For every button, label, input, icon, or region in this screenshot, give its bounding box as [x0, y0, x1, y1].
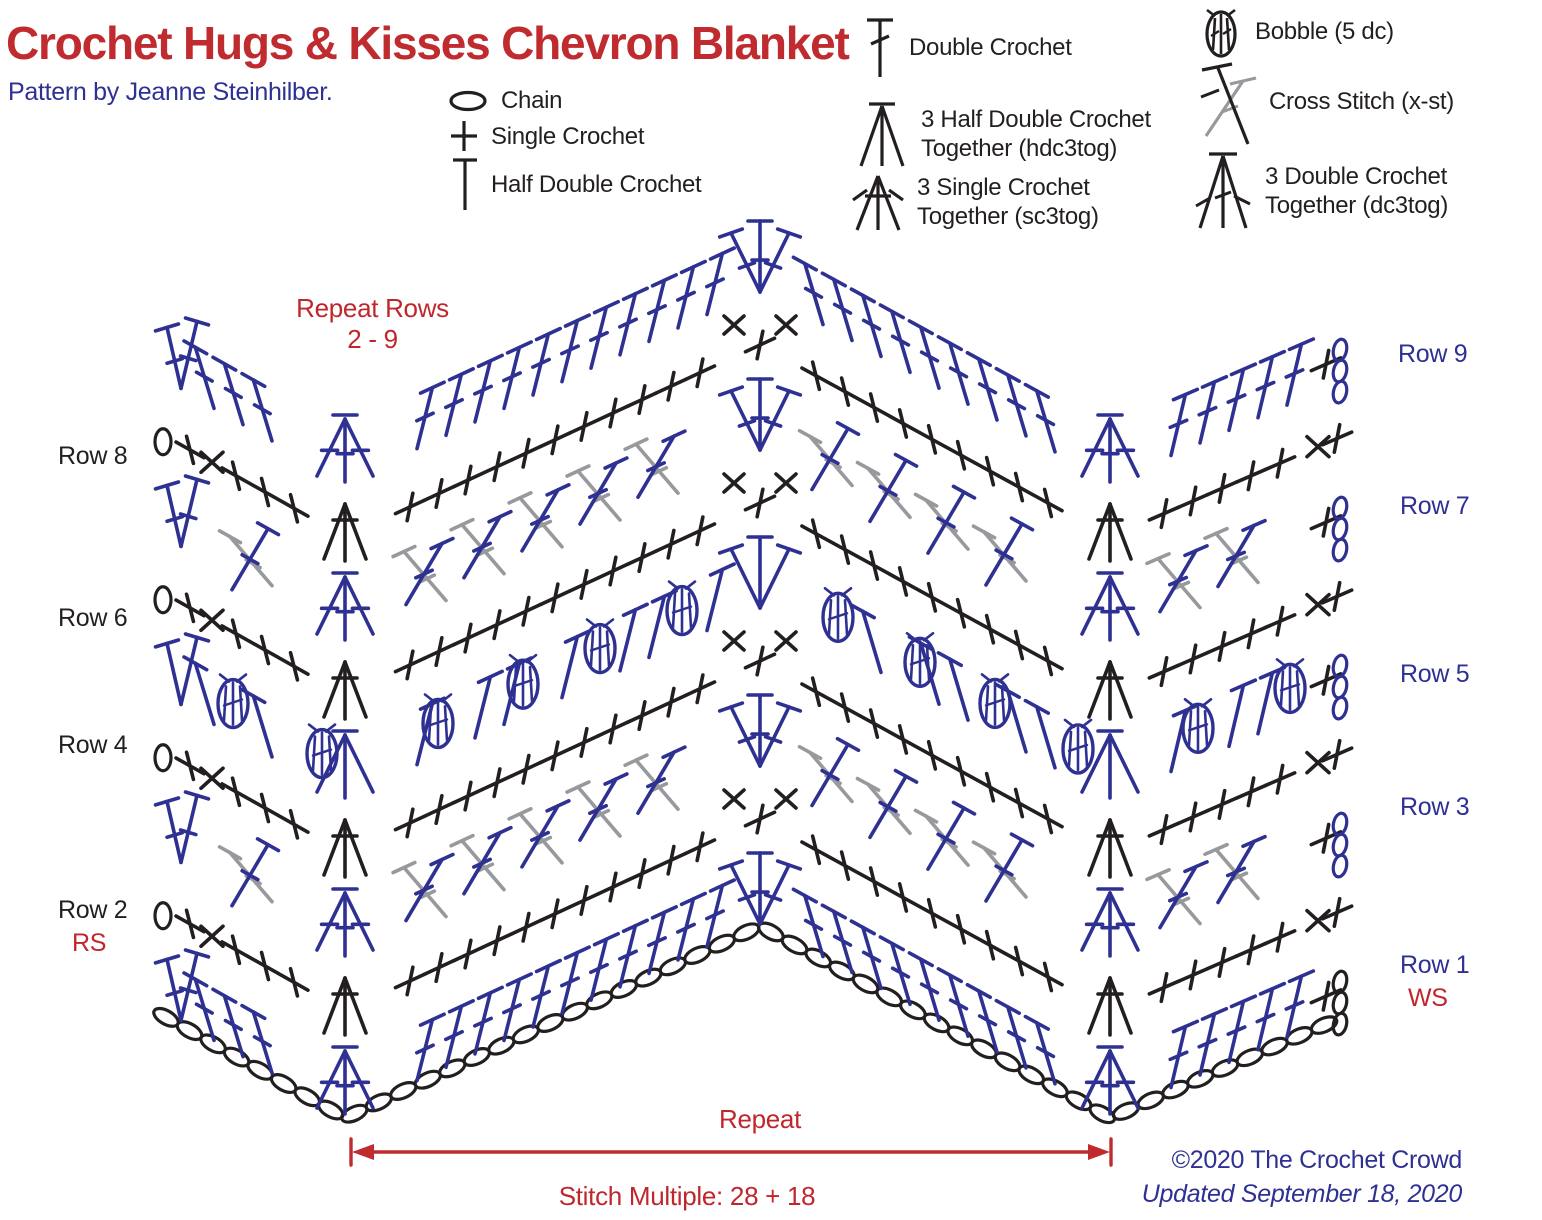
- row-label-7: Row 7: [1400, 492, 1470, 520]
- legend-label: Half Double Crochet: [491, 170, 702, 198]
- legend-label: 3 Half Double Crochet: [921, 106, 1151, 133]
- repeat-rows-line1: Repeat Rows: [296, 293, 449, 323]
- double-crochet-icon: [867, 18, 893, 77]
- repeat-label: Repeat: [718, 1104, 802, 1134]
- row-label-6: Row 6: [58, 604, 128, 632]
- right-side-mark: RS: [72, 929, 107, 957]
- stitch-multiple-label: Stitch Multiple: 28 + 18: [558, 1181, 816, 1211]
- page-title: Crochet Hugs & Kisses Chevron Blanket: [6, 17, 850, 69]
- row-label-8: Row 8: [58, 442, 128, 470]
- legend-label: 3 Single Crochet: [917, 174, 1090, 201]
- legend-item-chain: Chain: [446, 86, 563, 115]
- row-label-3: Row 3: [1400, 793, 1470, 821]
- legend-label: Double Crochet: [909, 33, 1072, 61]
- page-subtitle: Pattern by Jeanne Steinhilber.: [8, 78, 333, 106]
- legend-label: Cross Stitch (x-st): [1269, 87, 1454, 115]
- row-label-5: Row 5: [1400, 660, 1470, 688]
- row-label-4: Row 4: [58, 731, 128, 759]
- wrong-side-mark: WS: [1408, 984, 1448, 1012]
- row-label-2: Row 2: [58, 896, 128, 924]
- updated-line: Updated September 18, 2020: [1141, 1180, 1463, 1208]
- hdc3tog-icon: [859, 102, 905, 167]
- cross-stitch-icon: [1200, 62, 1257, 145]
- legend-item-bobble: Bobble (5 dc): [1198, 2, 1394, 60]
- repeat-rows-note: Repeat Rows 2 - 9: [270, 293, 475, 355]
- copyright-line: ©2020 The Crochet Crowd: [1171, 1146, 1463, 1174]
- repeat-rows-line2: 2 - 9: [347, 324, 398, 354]
- sc3tog-icon: [852, 175, 904, 231]
- legend-label: Chain: [501, 87, 563, 114]
- half-double-crochet-icon: [453, 158, 477, 210]
- dc3tog-icon: [1195, 152, 1251, 229]
- chain-icon: [449, 90, 487, 111]
- legend-label: 3 Double Crochet: [1265, 163, 1447, 190]
- legend-item-single-crochet: Single Crochet: [448, 118, 645, 154]
- legend-label: Single Crochet: [491, 122, 645, 150]
- bobble-icon: [1205, 8, 1237, 58]
- legend-label: Bobble (5 dc): [1255, 17, 1394, 45]
- row-label-9: Row 9: [1398, 340, 1468, 368]
- legend-item-half-double-crochet: Half Double Crochet: [450, 155, 702, 213]
- legend-item-cross-stitch: Cross Stitch (x-st): [1196, 56, 1454, 146]
- row-label-1: Row 1: [1400, 951, 1470, 979]
- single-crochet-icon: [451, 121, 477, 151]
- legend-item-double-crochet: Double Crochet: [862, 14, 1072, 80]
